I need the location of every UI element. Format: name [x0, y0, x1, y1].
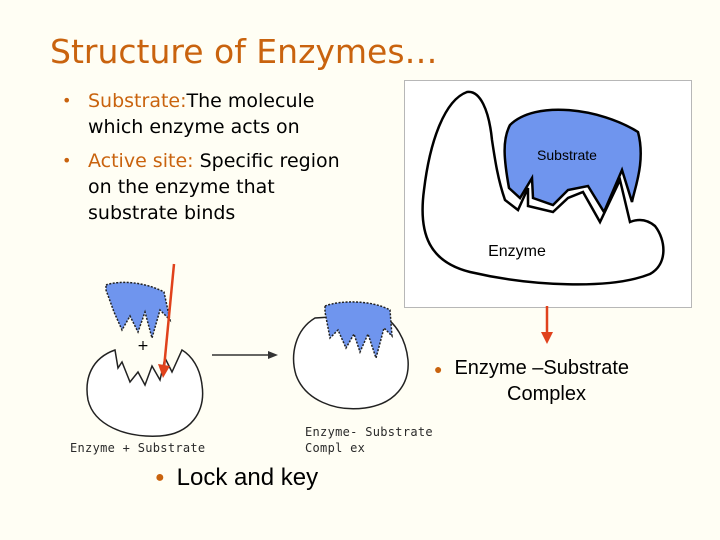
complex-caption-line2: Compl ex — [305, 441, 366, 455]
complex-caption-line1: Enzyme- Substrate — [305, 425, 433, 439]
active-site-definition: • Active site: Specific region on the en… — [60, 148, 345, 226]
lock-and-key-label: Lock and key — [176, 464, 319, 491]
bullet-icon: ● — [155, 469, 165, 486]
bullet-icon: ● — [434, 361, 443, 377]
active-site-arrow-head — [158, 364, 170, 378]
complex-bullet: ● Enzyme –Substrate Complex — [434, 356, 684, 407]
enzyme-label: Enzyme — [488, 243, 546, 260]
substrate-label: Substrate — [537, 147, 597, 163]
substrate-shape — [503, 108, 642, 215]
substrate-text: The molecule which enzyme acts on — [88, 90, 315, 138]
active-site-arrow-line — [162, 263, 176, 369]
bullet-icon: • — [62, 91, 72, 110]
bullet-icon: • — [62, 151, 72, 170]
lock-and-key-bullet: ● Lock and key — [155, 464, 318, 492]
lock-substrate-shape — [105, 281, 172, 341]
active-site-term: Active site: — [88, 150, 194, 172]
complex-label-line1: Enzyme –Substrate — [454, 357, 629, 379]
substrate-term: Substrate: — [88, 90, 187, 112]
enzyme-shape — [421, 90, 665, 286]
plus-sign: + — [137, 338, 149, 354]
lock-enzyme-shape — [86, 348, 204, 437]
enzyme-plus-substrate-caption: Enzyme + Substrate — [70, 441, 206, 455]
definition-list: • Substrate:The molecule which enzyme ac… — [60, 88, 345, 234]
slide-title: Structure of Enzymes… — [50, 32, 438, 71]
reaction-arrow-head — [268, 351, 278, 359]
complex-label-line2: Complex — [507, 383, 586, 405]
complex-arrow-head — [541, 332, 553, 344]
active-site-text: Specific region on the enzyme that subst… — [88, 150, 340, 224]
complex-substrate-shape — [324, 301, 393, 361]
substrate-definition: • Substrate:The molecule which enzyme ac… — [60, 88, 345, 140]
